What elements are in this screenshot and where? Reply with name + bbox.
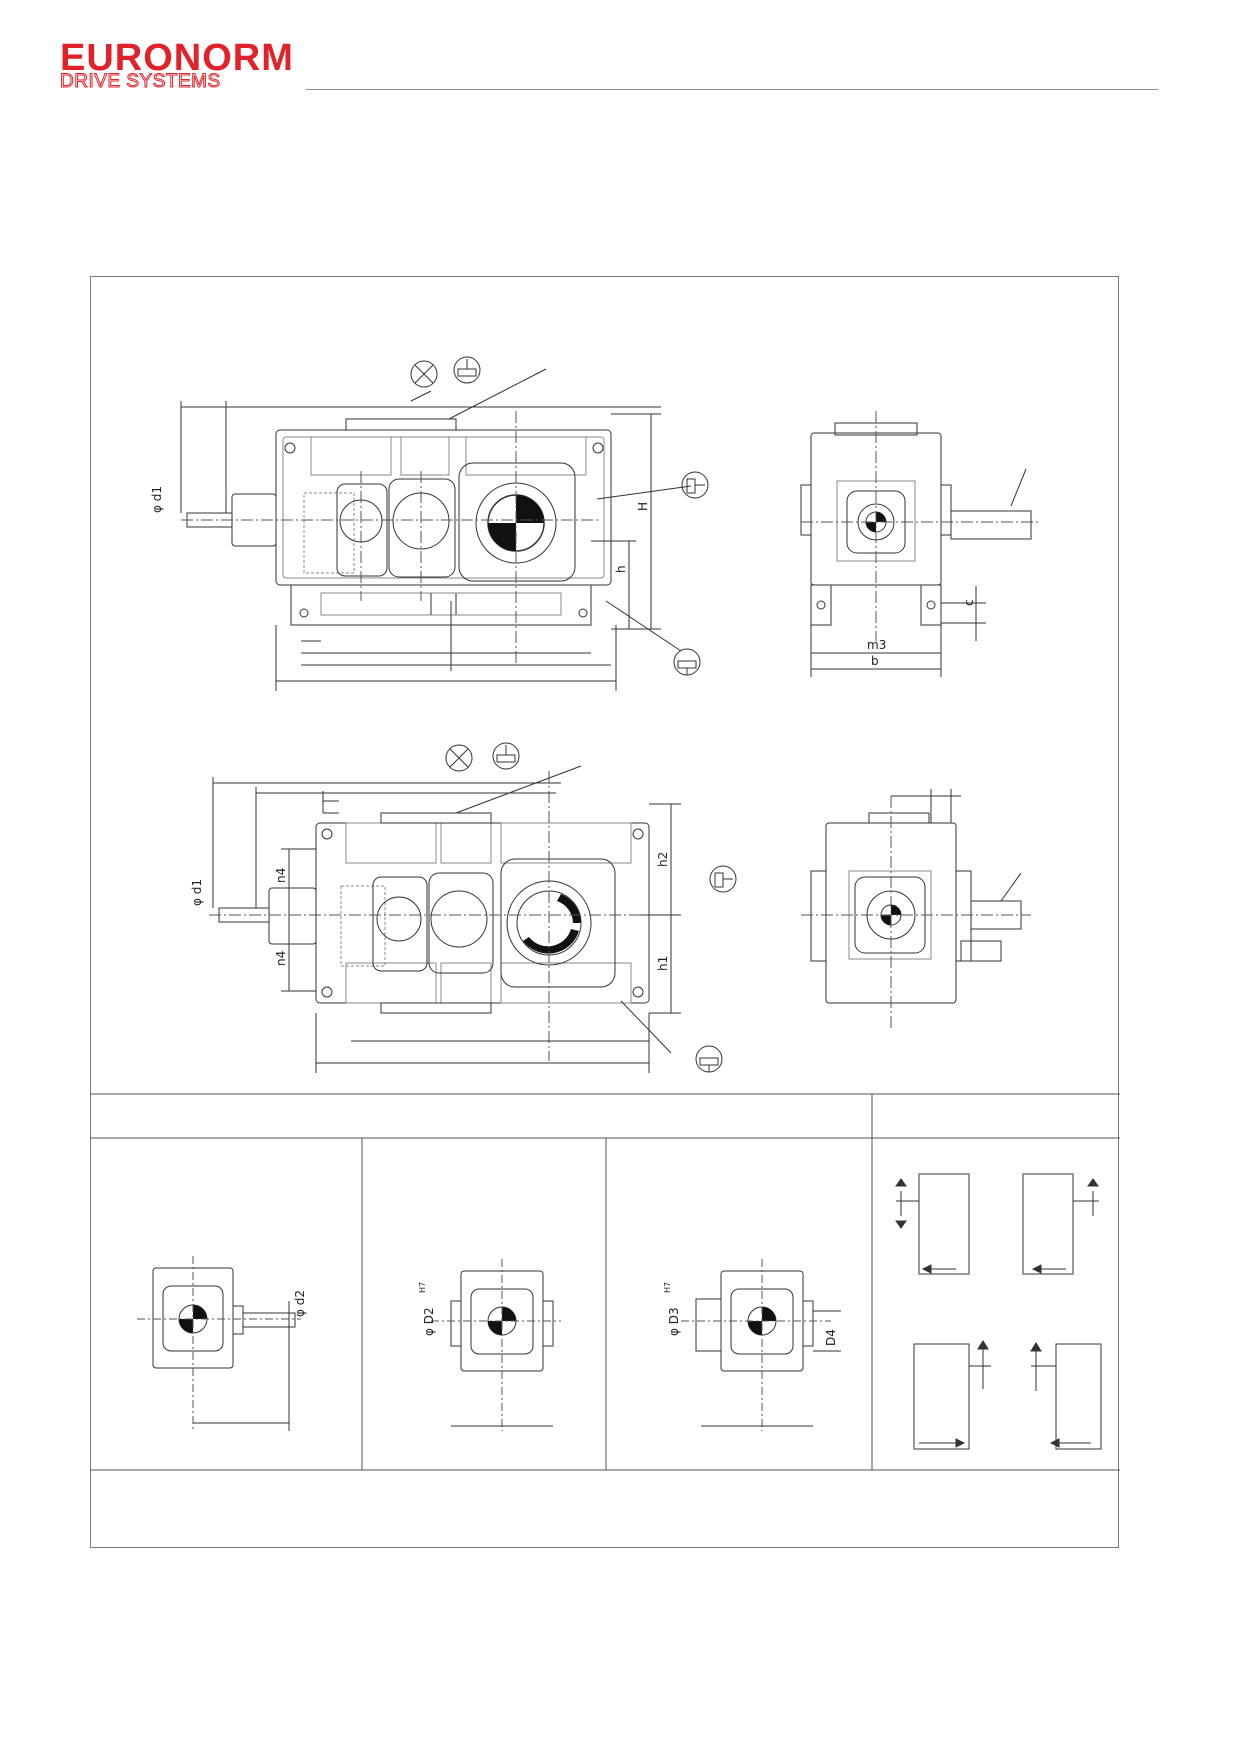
label-h2: h2 (656, 852, 670, 867)
label-c: c (962, 599, 976, 606)
variant-hollow-shaft-D2 (431, 1259, 561, 1431)
breather-symbol-icon (410, 360, 438, 388)
oil-drain-symbol-icon-bottom (695, 1045, 723, 1073)
page-header: EURONORM DRIVE SYSTEMS (0, 0, 1239, 120)
label-D2-H7: H7 (418, 1282, 427, 1293)
mounting-arrangement-1 (895, 1173, 970, 1275)
label-h1: h1 (656, 956, 670, 971)
oil-fill-symbol-icon-bottom (492, 742, 520, 770)
label-m3: m3 (867, 638, 886, 652)
breather-symbol-icon-bottom (445, 744, 473, 772)
front-view-top (180, 368, 692, 691)
mounting-arrangement-4 (1030, 1342, 1102, 1450)
oil-level-symbol-icon-bottom (709, 865, 737, 893)
technical-drawing: φ d1 H h c m3 b (91, 356, 1120, 1471)
mounting-arrangement-3 (913, 1340, 991, 1450)
side-view-top (800, 411, 1041, 677)
variant-shrink-disc-D3 (681, 1259, 841, 1431)
label-d2: φ d2 (293, 1290, 307, 1317)
side-view-bottom (801, 789, 1031, 1031)
label-b: b (871, 654, 879, 668)
oil-level-symbol-icon (681, 471, 709, 499)
mounting-arrangement-2 (1022, 1173, 1099, 1275)
brand-logo-subtext: DRIVE SYSTEMS (60, 71, 221, 92)
label-n4-lower: n4 (274, 951, 288, 966)
front-view-bottom (209, 765, 681, 1073)
oil-drain-symbol-icon (673, 648, 701, 676)
label-H: H (636, 502, 650, 511)
label-d1-top: φ d1 (150, 486, 164, 513)
variant-solid-shaft (137, 1256, 301, 1431)
drawing-frame: φ d1 H h c m3 b (90, 276, 1120, 1548)
brand-logo: EURONORM (60, 37, 294, 79)
table-grid (91, 1093, 1120, 1471)
label-d1-bottom: φ d1 (190, 879, 204, 906)
label-D4: D4 (824, 1329, 838, 1346)
header-rule (306, 89, 1158, 90)
label-h: h (614, 565, 628, 573)
label-n4-upper: n4 (274, 868, 288, 883)
label-D3-H7: H7 (663, 1282, 672, 1293)
oil-fill-symbol-icon (453, 356, 481, 384)
label-D2: φ D2 (422, 1307, 436, 1336)
label-D3: φ D3 (667, 1307, 681, 1336)
